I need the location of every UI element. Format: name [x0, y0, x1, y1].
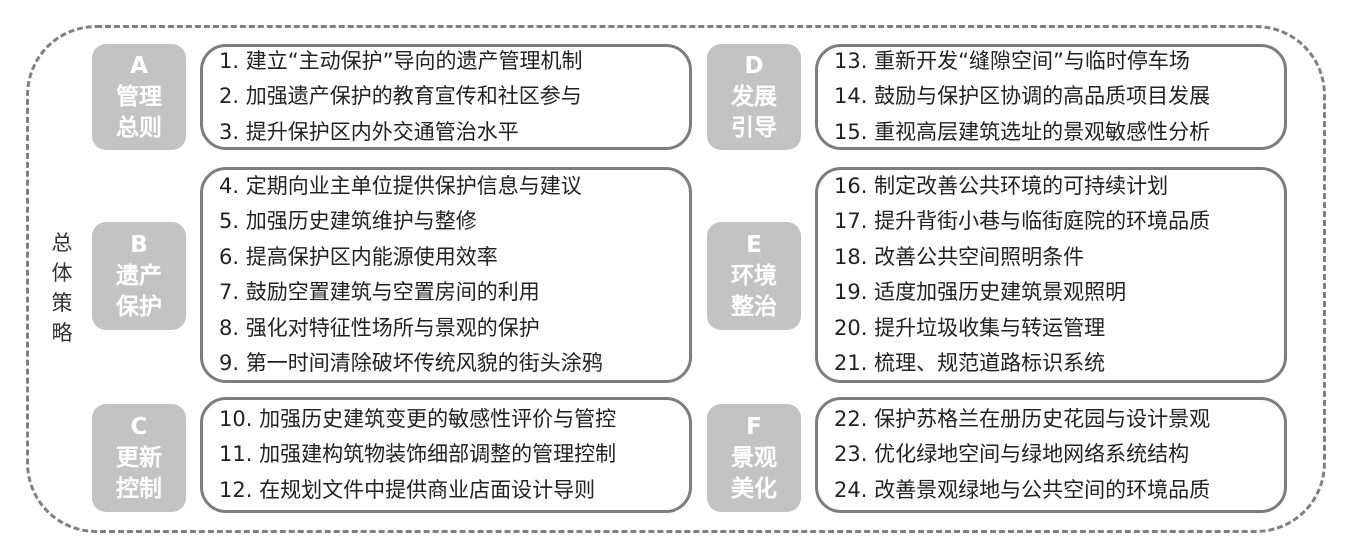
strategy-item: 2. 加强遗产保护的教育宣传和社区参与: [219, 84, 582, 109]
strategy-item: 15. 重视高层建筑选址的景观敏感性分析: [834, 119, 1211, 144]
strategy-item: 5. 加强历史建筑维护与整修: [219, 209, 477, 233]
group-label-a: A 管理总则: [92, 44, 186, 150]
strategy-item: 13. 重新开发“缝隙空间”与临时停车场: [834, 48, 1190, 73]
group-letter: D: [744, 52, 764, 79]
strategy-item: 4. 定期向业主单位提供保护信息与建议: [219, 173, 582, 198]
group-name1: 景观: [731, 444, 777, 471]
group-name2: 引导: [731, 114, 777, 141]
group-letter: C: [130, 413, 148, 440]
strategy-item: 1. 建立“主动保护”导向的遗产管理机制: [219, 48, 583, 73]
strategy-item: 21. 梳理、规范道路标识系统: [834, 351, 1106, 375]
group-name1: 管理: [116, 83, 162, 110]
group-name1: 环境: [731, 262, 777, 289]
group-name2: 控制: [116, 475, 162, 502]
strategy-item: 11. 加强建构筑物装饰细部调整的管理控制: [219, 442, 617, 467]
group-items-box-b: 4. 定期向业主单位提供保护信息与建议 5. 加强历史建筑维护与整修 6. 提高保护…: [200, 167, 692, 383]
group-items-box-e: 16. 制定改善公共环境的可持续计划 17. 提升背街小巷与临街庭院的环境品质 18…: [815, 167, 1287, 383]
group-items-box-f: 22. 保护苏格兰在册历史花园与设计景观 23. 优化绿地空间与绿地网络系统结构 2…: [815, 397, 1287, 513]
overall-strategy-frame: [26, 25, 1326, 533]
strategy-item: 9. 第一时间清除破坏传统风貌的街头涂鸦: [219, 351, 603, 375]
group-name2: 整治: [731, 293, 777, 320]
strategy-item: 8. 强化对特征性场所与景观的保护: [219, 315, 540, 340]
group-items-box-a: 1. 建立“主动保护”导向的遗产管理机制 2. 加强遗产保护的教育宣传和社区参与 3…: [200, 44, 692, 150]
group-letter: A: [130, 52, 148, 79]
strategy-item: 3. 提升保护区内外交通管治水平: [219, 119, 519, 144]
strategy-item: 18. 改善公共空间照明条件: [834, 244, 1085, 269]
strategy-item: 19. 适度加强历史建筑景观照明: [834, 280, 1127, 304]
group-name2: 保护: [116, 293, 162, 320]
strategy-item: 24. 改善景观绿地与公共空间的环境品质: [834, 477, 1211, 502]
strategy-item: 14. 鼓励与保护区协调的高品质项目发展: [834, 84, 1211, 109]
group-letter: E: [746, 231, 762, 258]
group-label-b: B 遗产保护: [92, 222, 186, 330]
strategy-item: 22. 保护苏格兰在册历史花园与设计景观: [834, 406, 1211, 431]
group-name1: 遗产: [116, 262, 162, 289]
group-letter: F: [746, 413, 762, 440]
group-items-box-c: 10. 加强历史建筑变更的敏感性评价与管控 11. 加强建构筑物装饰细部调整的管理…: [200, 397, 692, 513]
strategy-item: 17. 提升背街小巷与临街庭院的环境品质: [834, 209, 1211, 233]
side-label: 总体策略: [51, 231, 73, 345]
strategy-item: 6. 提高保护区内能源使用效率: [219, 244, 498, 269]
group-label-f: F 景观美化: [707, 404, 801, 512]
strategy-item: 16. 制定改善公共环境的可持续计划: [834, 173, 1169, 198]
group-name1: 发展: [731, 83, 777, 110]
strategy-item: 20. 提升垃圾收集与转运管理: [834, 315, 1106, 340]
strategy-item: 10. 加强历史建筑变更的敏感性评价与管控: [219, 406, 617, 431]
strategy-item: 23. 优化绿地空间与绿地网络系统结构: [834, 442, 1190, 467]
group-label-c: C 更新控制: [92, 404, 186, 512]
group-name1: 更新: [116, 444, 162, 471]
group-name2: 美化: [731, 475, 777, 502]
strategy-item: 12. 在规划文件中提供商业店面设计导则: [219, 477, 596, 502]
group-items-box-d: 13. 重新开发“缝隙空间”与临时停车场 14. 鼓励与保护区协调的高品质项目发展…: [815, 44, 1287, 150]
group-name2: 总则: [116, 114, 162, 141]
group-label-d: D 发展引导: [707, 44, 801, 150]
group-label-e: E 环境整治: [707, 222, 801, 330]
group-letter: B: [130, 231, 148, 258]
strategy-item: 7. 鼓励空置建筑与空置房间的利用: [219, 280, 540, 304]
